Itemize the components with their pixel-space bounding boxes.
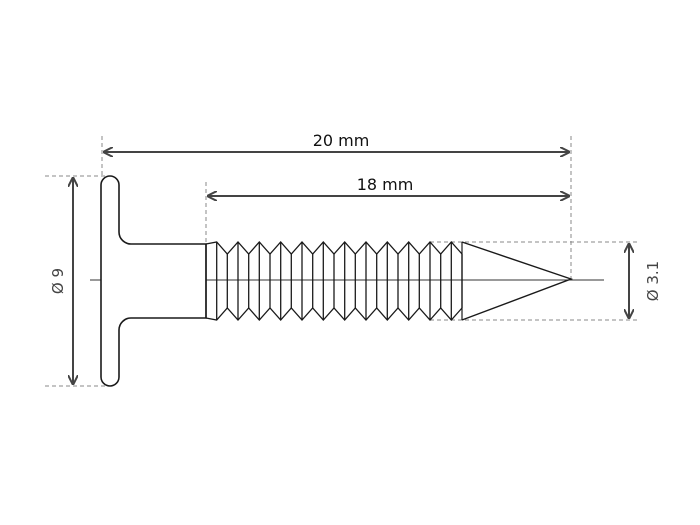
- shank-length-label: 18 mm: [357, 175, 414, 194]
- thread-bottom-edge: [205, 307, 463, 321]
- thread-top-edge: [205, 241, 463, 255]
- shank-diameter-label: Ø 3.1: [644, 261, 662, 301]
- nail-tip: [461, 241, 574, 321]
- nail-head: [100, 175, 207, 387]
- extension-lines: [45, 136, 640, 387]
- overall-length-label: 20 mm: [313, 131, 370, 150]
- threaded-shank: [205, 241, 463, 321]
- head-diameter-label: Ø 9: [49, 268, 67, 294]
